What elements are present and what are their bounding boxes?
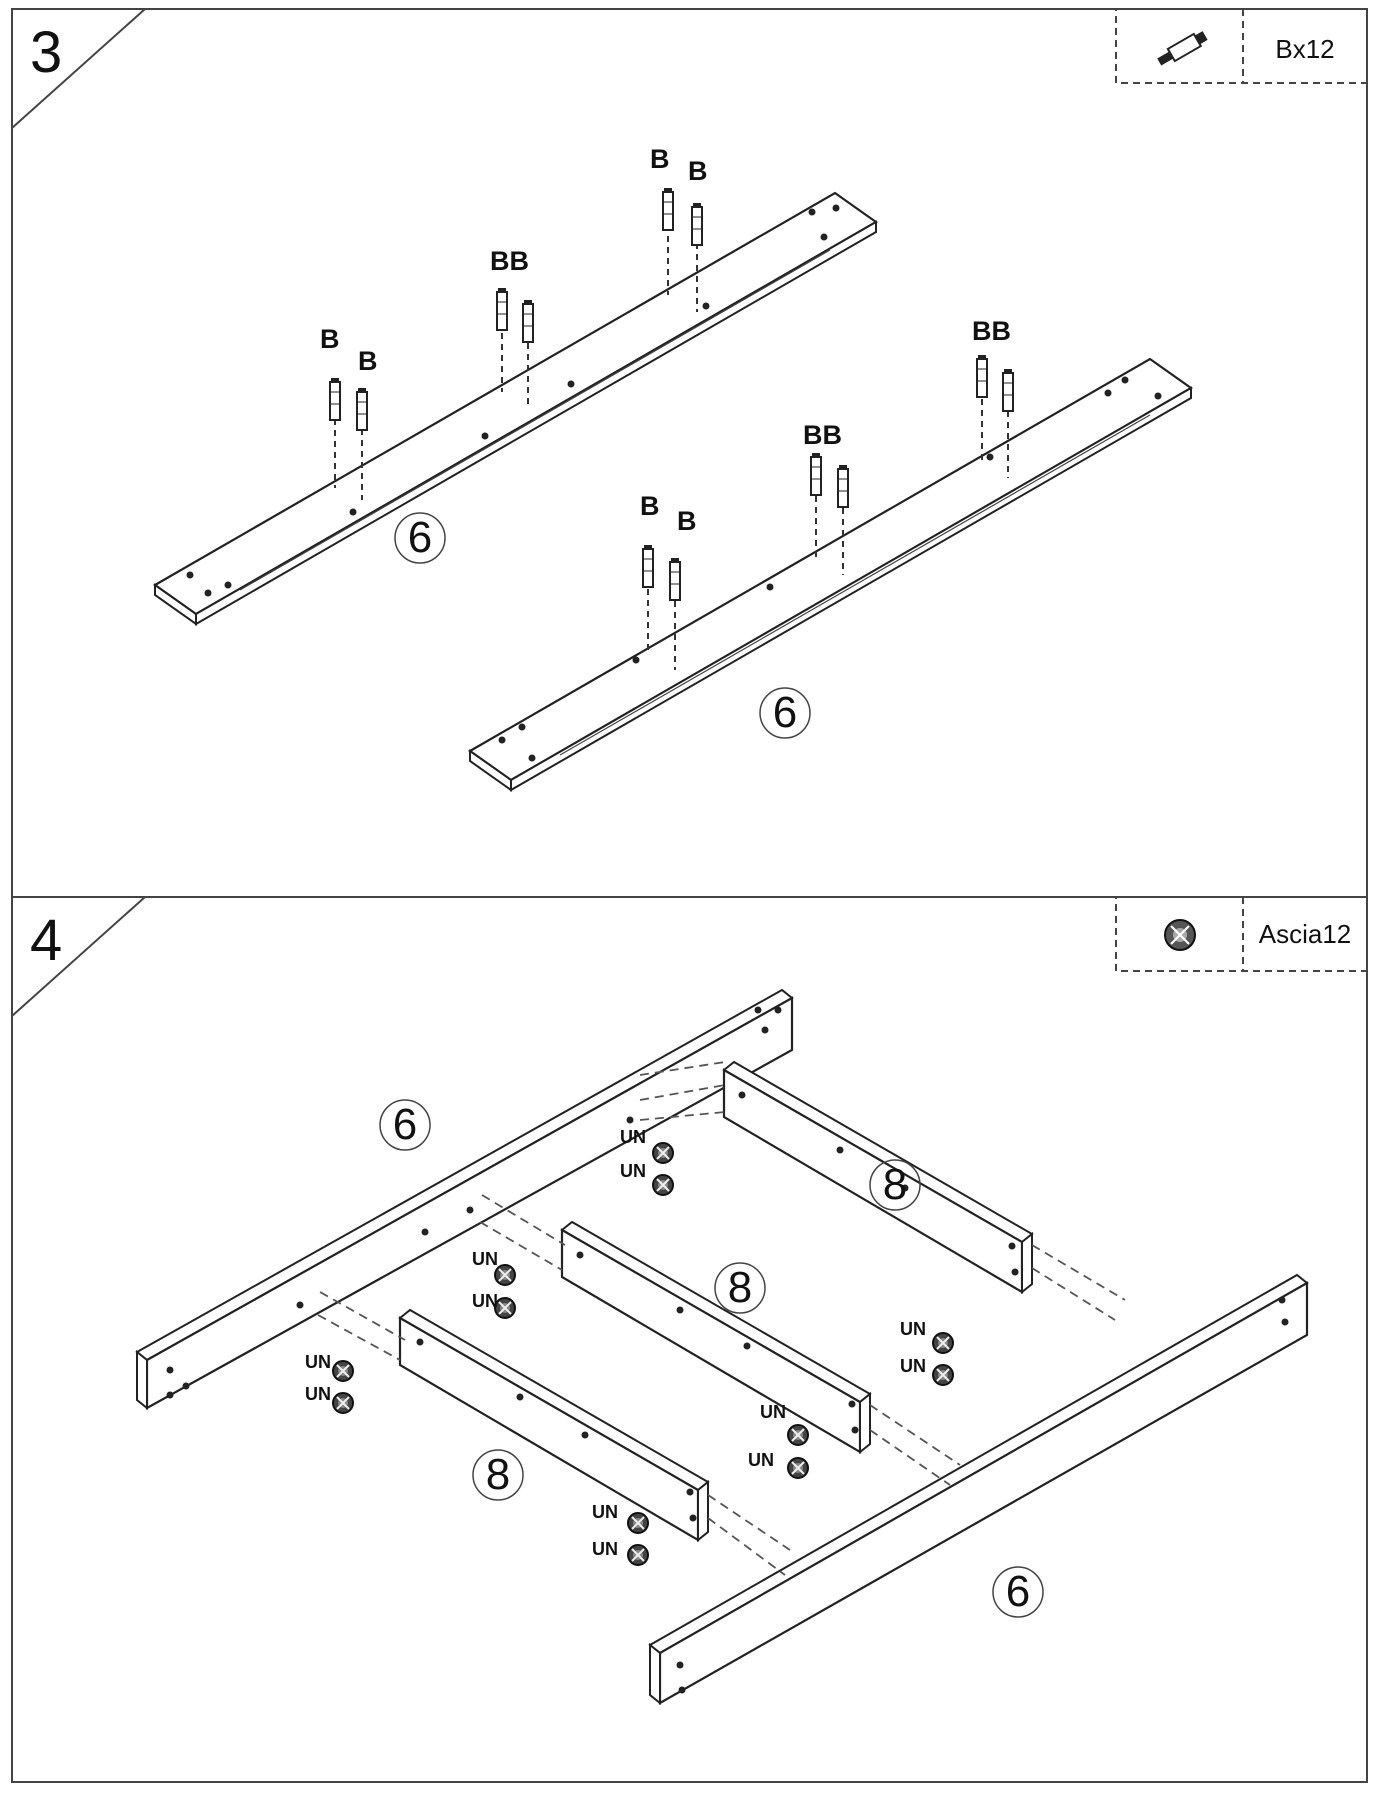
dowel-label: B <box>677 506 697 536</box>
part-label-ring <box>714 1262 766 1314</box>
rail-part-6-front <box>648 1273 1309 1706</box>
hardware-box-frame <box>1115 896 1368 972</box>
step-4-panel: 4 Ascia12 <box>11 896 1368 1783</box>
rail-part-6-upper <box>152 191 879 626</box>
part-number-label: 6 <box>1006 1567 1030 1616</box>
cam-lock-label: UN <box>592 1502 618 1522</box>
part-label-ring <box>869 1159 921 1211</box>
part-label-ring <box>759 687 811 739</box>
part-number-label: 6 <box>393 1100 417 1149</box>
hardware-box-b: Bx12 <box>1115 8 1368 84</box>
dowel-label: B <box>650 144 670 174</box>
assembly-guide-lines <box>317 1061 1126 1576</box>
cam-lock-label: UN <box>760 1402 786 1422</box>
cam-lock-label: UN <box>472 1291 498 1311</box>
hardware-qty-label: Bx12 <box>1275 34 1334 64</box>
step-3-frame <box>11 8 1368 898</box>
part-label-ring <box>472 1449 524 1501</box>
part-number-label: 6 <box>408 513 432 562</box>
dowel-label: BB <box>490 246 529 276</box>
rail-part-8-left <box>398 1308 710 1543</box>
rail-part-6-back <box>135 988 794 1411</box>
cam-lock-label: UN <box>748 1450 774 1470</box>
cam-lock-icon <box>1164 919 1196 951</box>
dowel-label: B <box>688 156 708 186</box>
cam-lock-label: UN <box>305 1384 331 1404</box>
dowel-group <box>329 187 1014 670</box>
dowel-pin-icon <box>1157 31 1208 66</box>
step-4-corner-line <box>11 896 146 1017</box>
dowel-label: B <box>320 324 340 354</box>
rail-part-8-middle <box>560 1220 872 1455</box>
cam-lock-label: UN <box>305 1352 331 1372</box>
cam-lock-label: UN <box>472 1249 498 1269</box>
part-number-label: 8 <box>486 1450 510 1499</box>
cam-lock-label: UN <box>620 1127 646 1147</box>
step-3-panel: 3 Bx12 <box>11 8 1368 898</box>
part-label-ring <box>992 1566 1044 1618</box>
dowel-label: BB <box>803 420 842 450</box>
part-number-label: 8 <box>883 1160 907 1209</box>
cam-lock-label: UN <box>900 1319 926 1339</box>
step-number: 4 <box>30 908 62 973</box>
step-4-frame <box>11 896 1368 1783</box>
step-3-corner-line <box>11 8 146 129</box>
rail-part-6-lower <box>467 357 1194 792</box>
hardware-box-frame <box>1115 8 1368 84</box>
rail-part-8-right <box>722 1060 1034 1295</box>
dowel-label: B <box>640 491 660 521</box>
part-number-label: 8 <box>728 1263 752 1312</box>
hardware-box-ascia: Ascia12 <box>1115 896 1368 972</box>
dowel-label: BB <box>972 316 1011 346</box>
hardware-qty-label: Ascia12 <box>1259 919 1352 949</box>
part-number-label: 6 <box>773 688 797 737</box>
step-number: 3 <box>30 20 62 85</box>
cam-lock-label: UN <box>620 1161 646 1181</box>
cam-lock-label: UN <box>592 1539 618 1559</box>
dowel-label: B <box>358 346 378 376</box>
cam-lock-label: UN <box>900 1356 926 1376</box>
part-label-ring <box>394 512 446 564</box>
part-label-ring <box>379 1099 431 1151</box>
